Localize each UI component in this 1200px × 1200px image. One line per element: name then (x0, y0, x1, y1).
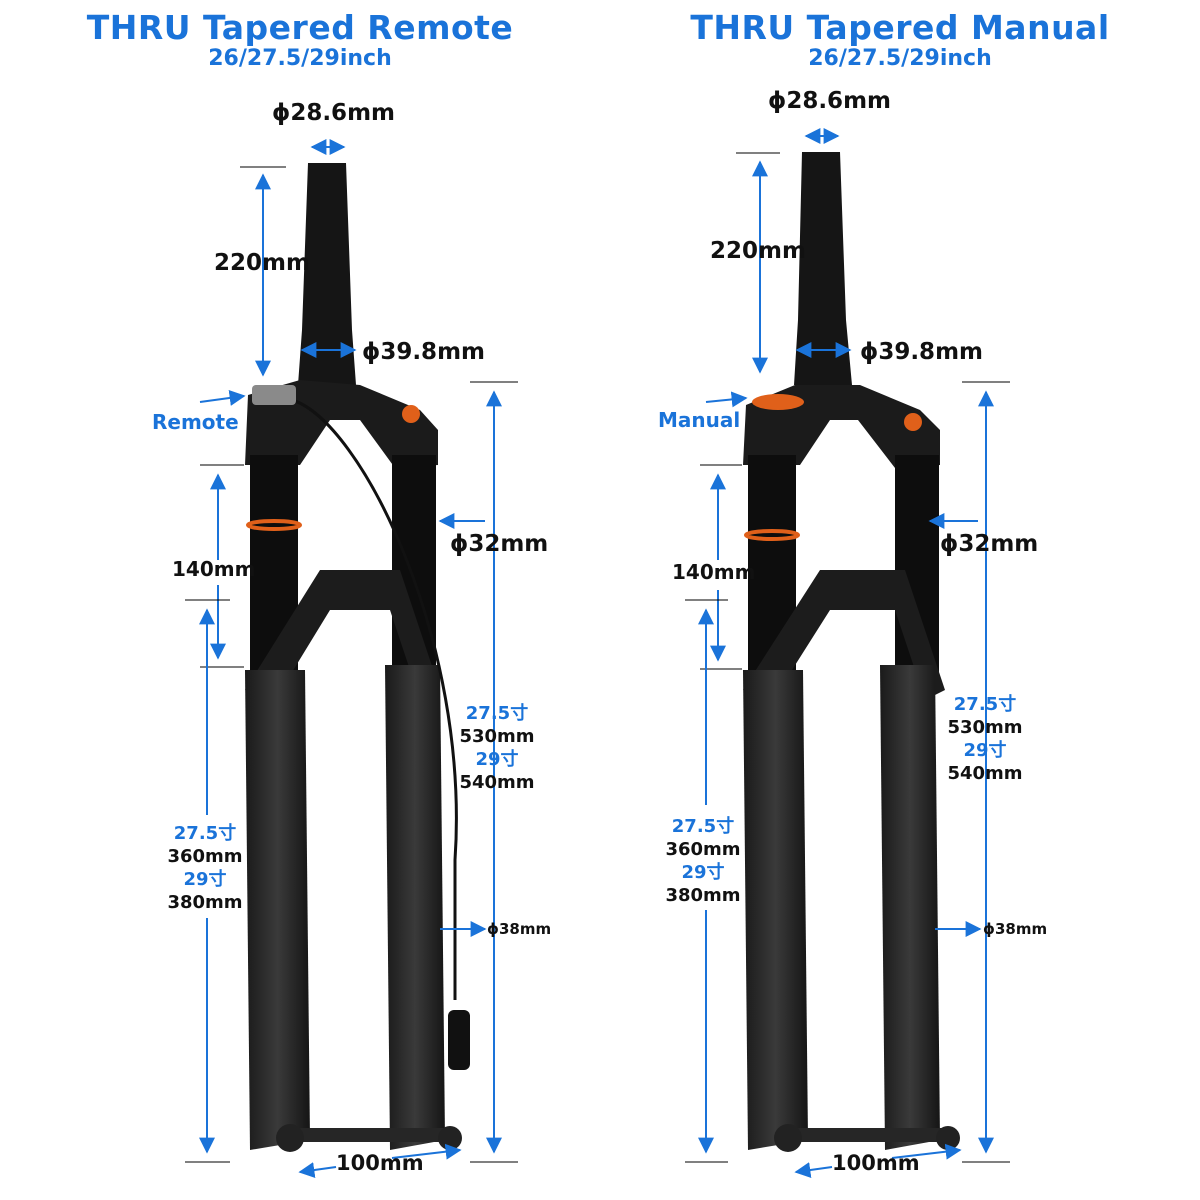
left-lower-leg (245, 670, 310, 1150)
remote-cable (291, 398, 458, 1000)
travel-label: 140mm (672, 560, 756, 584)
panel-subtitle: 26/27.5/29inch (208, 46, 392, 71)
fork-arch (245, 570, 440, 700)
stanchion-diameter-label: ϕ32mm (450, 531, 549, 557)
axle-spacing-label: 100mm (336, 1151, 424, 1175)
right-lower-leg (880, 665, 940, 1150)
axle-end-left (774, 1124, 802, 1152)
stanchion-diameter-label: ϕ32mm (940, 531, 1039, 557)
lower-length-labels: 27.5寸 360mm 29寸 380mm (658, 815, 748, 907)
fork-panel-manual: THRU Tapered Manual 26/27.5/29inch ϕ28.6… (600, 0, 1200, 1200)
axle-end-right (936, 1126, 960, 1150)
axle-spacing-label: 100mm (832, 1151, 920, 1175)
panel-title: THRU Tapered Remote (86, 8, 514, 47)
steerer-length-label: 220mm (710, 238, 806, 264)
lower-size-b: 29寸 (681, 862, 725, 883)
travel-label: 140mm (172, 557, 256, 581)
thru-axle (798, 1128, 948, 1142)
steerer-top-diameter-label: ϕ28.6mm (768, 88, 891, 114)
lower-diameter-label: ϕ38mm (983, 920, 1048, 938)
panel-title: THRU Tapered Manual (690, 8, 1110, 47)
steerer-tube (794, 152, 852, 385)
steerer-bottom-diameter-label: ϕ39.8mm (860, 339, 983, 365)
overall-length-a: 530mm (947, 717, 1023, 738)
lower-diameter-label: ϕ38mm (487, 920, 552, 938)
remote-lever (448, 1010, 470, 1070)
thru-axle (300, 1128, 450, 1142)
steerer-top-diameter-label: ϕ28.6mm (272, 100, 395, 126)
overall-length-a: 530mm (459, 726, 535, 747)
fork-drawing-manual (685, 128, 1010, 1178)
panel-subtitle: 26/27.5/29inch (808, 46, 992, 71)
lockout-label: Manual (658, 408, 741, 432)
lockout-label: Remote (152, 410, 239, 434)
overall-size-a: 27.5寸 (953, 694, 1017, 715)
overall-size-a: 27.5寸 (465, 703, 529, 724)
fork-panel-remote: THRU Tapered Remote 26/27.5/29inch ϕ28.6… (86, 8, 552, 1178)
overall-size-b: 29寸 (475, 749, 519, 770)
lockout-cap (252, 385, 296, 405)
lower-length-a: 360mm (665, 839, 741, 860)
rebound-knob (402, 405, 420, 423)
lower-size-b: 29寸 (183, 869, 227, 890)
lockout-knob-manual (752, 394, 804, 410)
lower-length-b: 380mm (665, 885, 741, 906)
overall-length-b: 540mm (459, 772, 535, 793)
orange-o-ring (744, 529, 800, 541)
overall-length-labels: 27.5寸 530mm 29寸 540mm (940, 693, 1030, 785)
overall-size-b: 29寸 (963, 740, 1007, 761)
overall-length-b: 540mm (947, 763, 1023, 784)
fork-arch (743, 570, 945, 700)
lower-size-a: 27.5寸 (671, 816, 735, 837)
steerer-tube (298, 163, 356, 385)
overall-length-labels: 27.5寸 530mm 29寸 540mm (452, 702, 542, 794)
axle-end-right (438, 1126, 462, 1150)
lower-size-a: 27.5寸 (173, 823, 237, 844)
lower-length-b: 380mm (167, 892, 243, 913)
lower-length-labels: 27.5寸 360mm 29寸 380mm (160, 822, 250, 914)
fork-drawing-remote (185, 139, 518, 1178)
left-lower-leg (743, 670, 808, 1150)
orange-o-ring (246, 519, 302, 531)
lower-length-a: 360mm (167, 846, 243, 867)
steerer-bottom-diameter-label: ϕ39.8mm (362, 339, 485, 365)
right-lower-leg (385, 665, 445, 1150)
rebound-knob (904, 413, 922, 431)
axle-end-left (276, 1124, 304, 1152)
steerer-length-label: 220mm (214, 250, 310, 276)
